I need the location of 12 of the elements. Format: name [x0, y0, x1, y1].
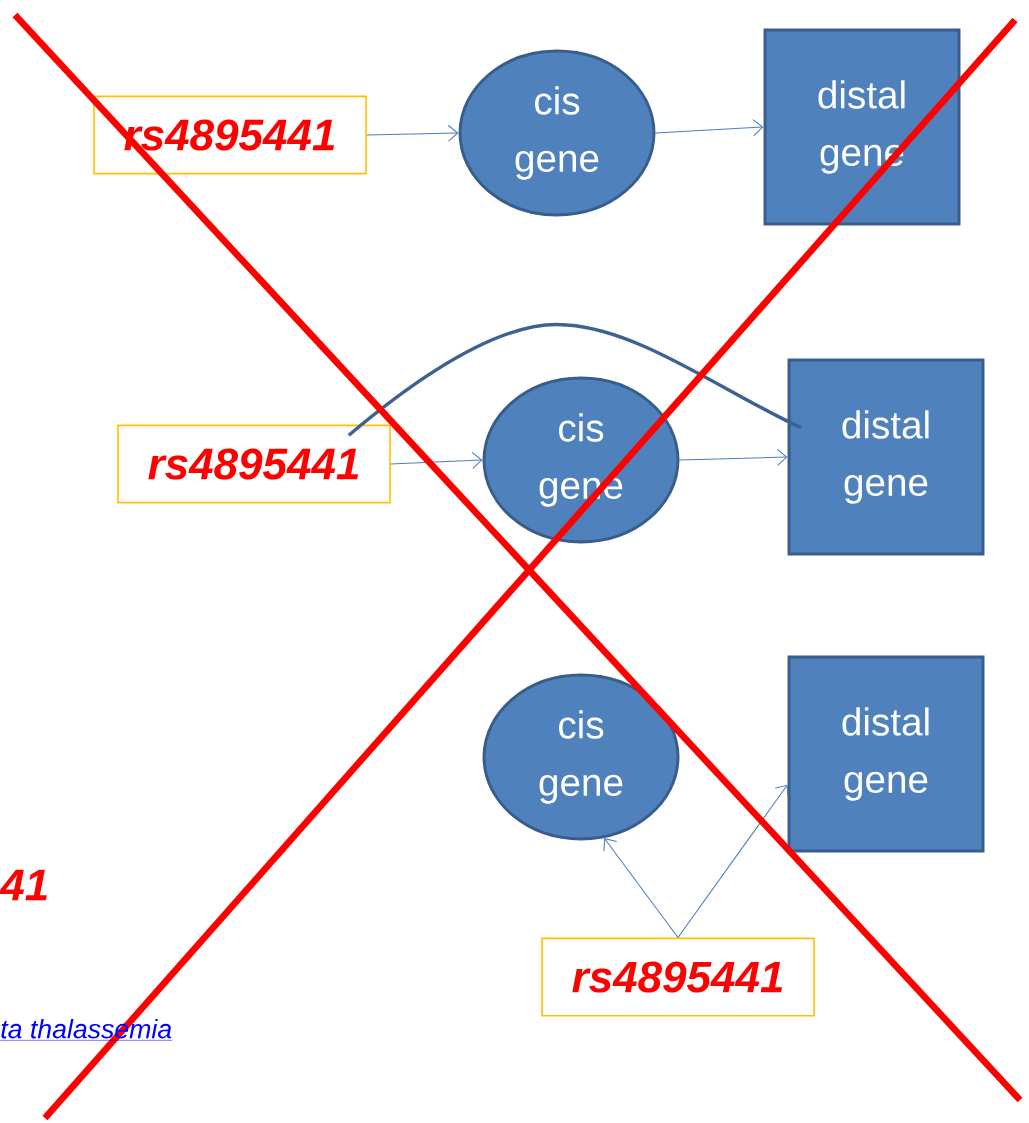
- arrow: [654, 119, 764, 137]
- gene-square: distal gene: [787, 358, 985, 556]
- snp-label-box: rs4895441: [117, 424, 391, 504]
- arrow: [677, 784, 789, 939]
- arrow: [678, 448, 788, 466]
- gene-square: distal gene: [787, 655, 985, 853]
- arrow: [390, 451, 483, 469]
- connector-curve: [347, 322, 802, 437]
- cut-off-label: 41: [0, 869, 47, 901]
- snp-label-box: rs4895441: [541, 937, 815, 1017]
- arrow: [366, 124, 459, 142]
- arrow: [603, 838, 679, 939]
